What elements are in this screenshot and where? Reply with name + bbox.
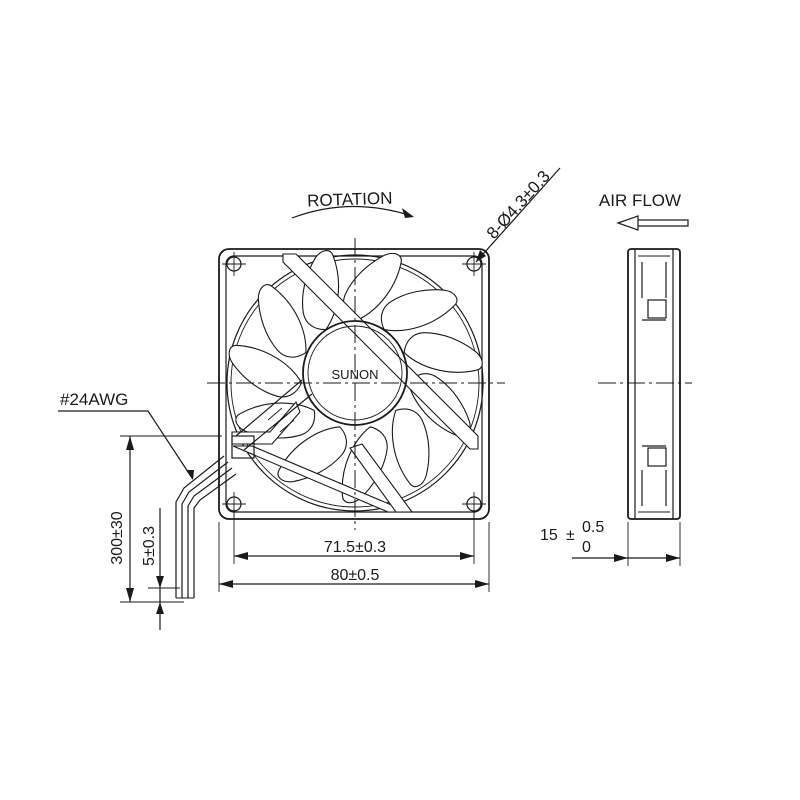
dimension-strip-length: 5±0.3 xyxy=(141,508,180,630)
support-struts xyxy=(231,253,479,513)
fan-blade xyxy=(391,408,430,488)
rotation-indicator: ROTATION xyxy=(291,189,414,219)
thickness-base-label: 15 xyxy=(540,527,558,544)
dimension-frame-width: 80±0.5 xyxy=(218,522,490,592)
mounting-hole-top-left xyxy=(222,252,246,276)
wire-gauge-callout: #24AWG xyxy=(58,390,194,480)
side-view xyxy=(598,248,692,520)
thickness-lower-label: 0 xyxy=(582,539,591,556)
wire-gauge-label: #24AWG xyxy=(60,390,128,409)
hub-brand-label: SUNON xyxy=(332,367,379,382)
lead-wires xyxy=(175,455,237,599)
wire-channel xyxy=(231,379,313,459)
thickness-sign-label: ± xyxy=(566,527,575,544)
front-view: SUNON xyxy=(207,238,505,530)
fan-frame-outline xyxy=(218,248,490,520)
airflow-indicator: AIR FLOW xyxy=(599,191,689,231)
dimension-lead-length: 300±30 xyxy=(109,435,222,603)
side-frame-outline xyxy=(627,248,681,520)
mounting-hole-top-right xyxy=(462,252,486,276)
hole-spec-label: 8-Ø4.3±0.3 xyxy=(483,167,554,243)
rotation-label: ROTATION xyxy=(307,189,393,211)
frame-width-label: 80±0.5 xyxy=(331,567,380,584)
lead-length-label: 300±30 xyxy=(109,511,126,564)
dimension-hole-pitch: 71.5±0.3 xyxy=(233,512,475,564)
dimension-thickness: 15 ± 0.5 0 xyxy=(540,519,681,566)
hole-pitch-label: 71.5±0.3 xyxy=(324,539,386,556)
strip-length-label: 5±0.3 xyxy=(141,526,158,566)
fan-blade xyxy=(380,289,458,332)
hole-spec-callout: 8-Ø4.3±0.3 xyxy=(475,167,561,263)
fan-frame-inner xyxy=(225,255,483,513)
fan-blade xyxy=(403,332,483,373)
mounting-hole-bottom-right xyxy=(462,492,486,516)
fan-blade xyxy=(257,284,307,358)
thickness-upper-label: 0.5 xyxy=(582,519,604,536)
fan-blade xyxy=(228,344,303,398)
airflow-label: AIR FLOW xyxy=(599,191,681,210)
